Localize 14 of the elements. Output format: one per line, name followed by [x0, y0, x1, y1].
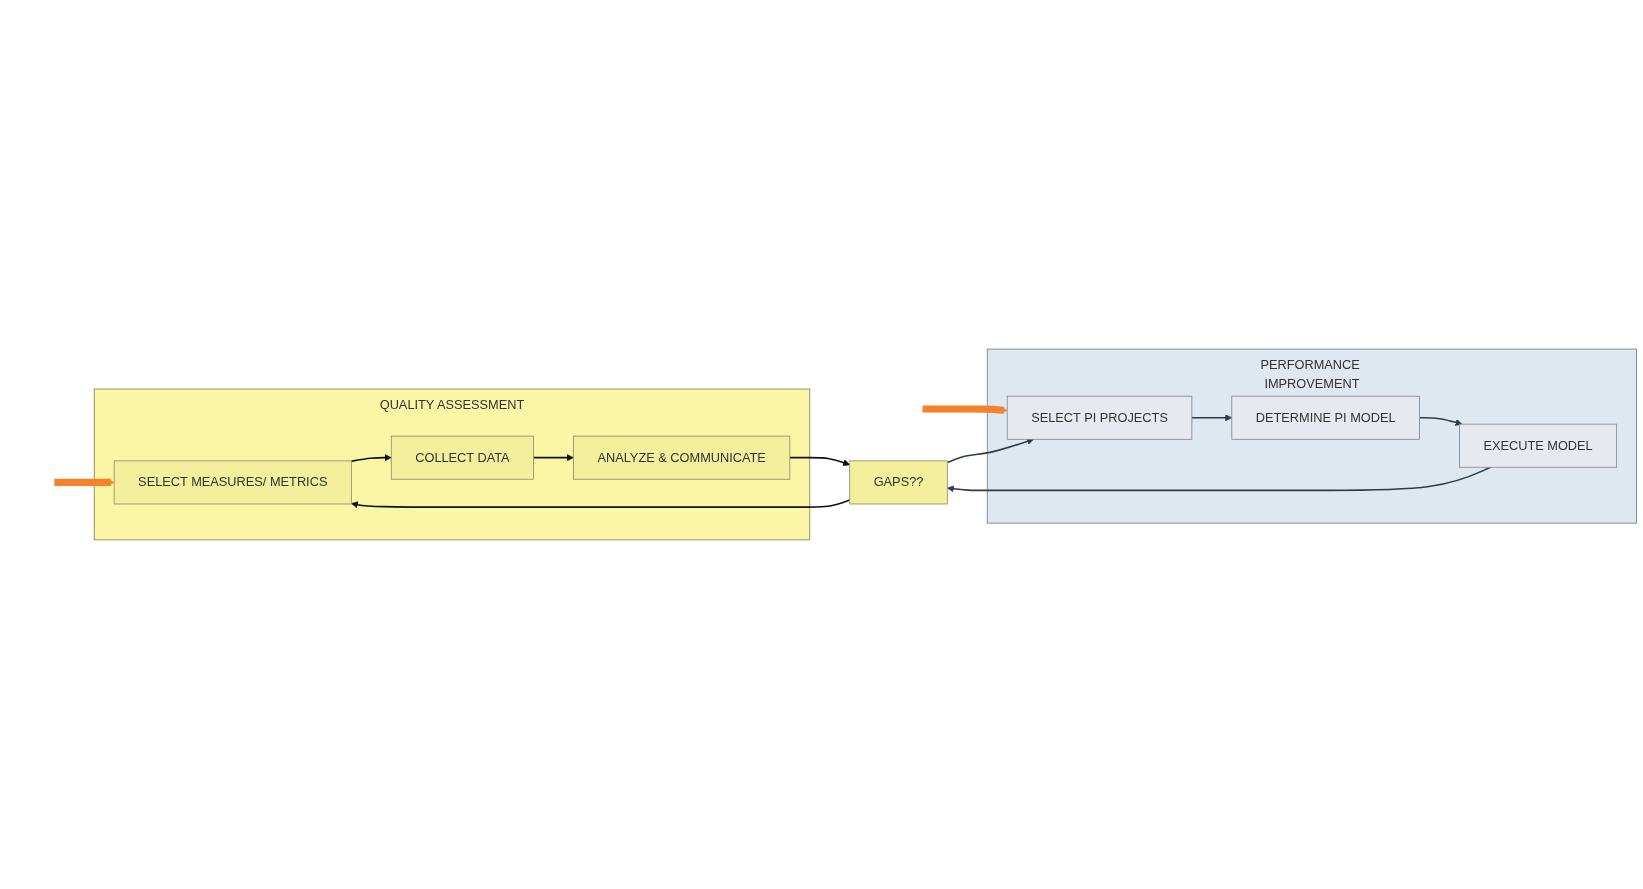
- node-box: ANALYZE & COMMUNICATE: [573, 435, 791, 480]
- node-box: SELECT PI PROJECTS: [1006, 395, 1193, 440]
- arrow: [789, 456, 851, 466]
- node-box: SELECT MEASURES/ METRICS: [113, 460, 352, 505]
- node-box: DETERMINE PI MODEL: [1231, 395, 1420, 440]
- node-box: COLLECT DATA: [390, 435, 534, 480]
- arrow: [351, 499, 851, 509]
- arrow: [947, 466, 1492, 493]
- node-box: EXECUTE MODEL: [1459, 423, 1618, 468]
- node-box: GAPS??: [849, 460, 948, 505]
- arrow: [350, 454, 392, 463]
- arrow: [1191, 414, 1233, 422]
- arrow: [532, 454, 574, 462]
- arrow: [1418, 416, 1463, 426]
